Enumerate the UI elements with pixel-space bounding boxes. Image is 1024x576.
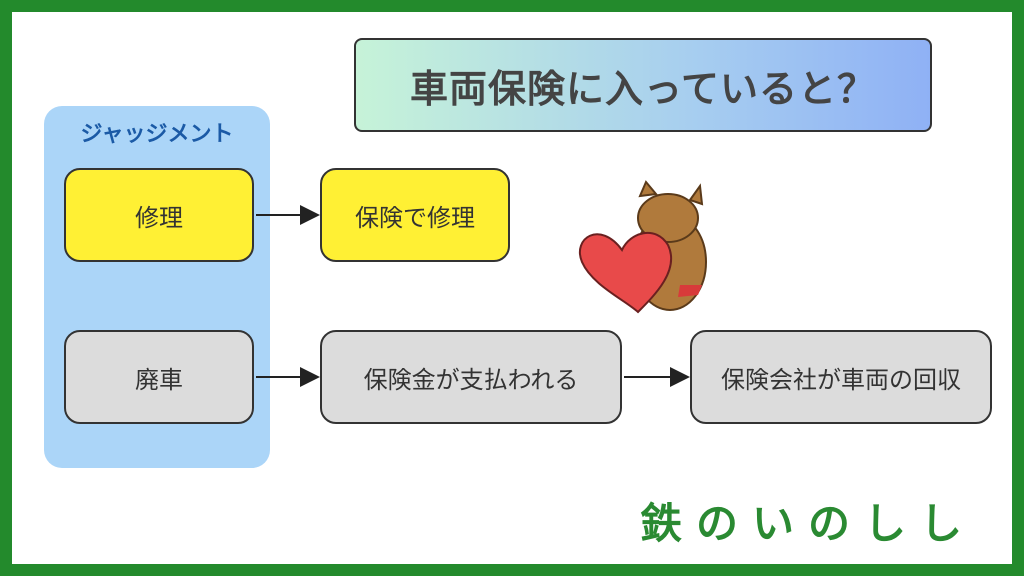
box-scrap: 廃車 <box>64 330 254 424</box>
site-logo: 鉄のいのしし <box>640 499 977 548</box>
judgment-label: ジャッジメント <box>80 122 234 147</box>
box-repair: 修理 <box>64 168 254 262</box>
box-repair-insurance: 保険で修理 <box>320 168 510 262</box>
box-payout: 保険金が支払われる <box>320 330 622 424</box>
box-collect: 保険会社が車両の回収 <box>690 330 992 424</box>
diagram-title: 車両保険に入っていると？ <box>354 38 932 132</box>
